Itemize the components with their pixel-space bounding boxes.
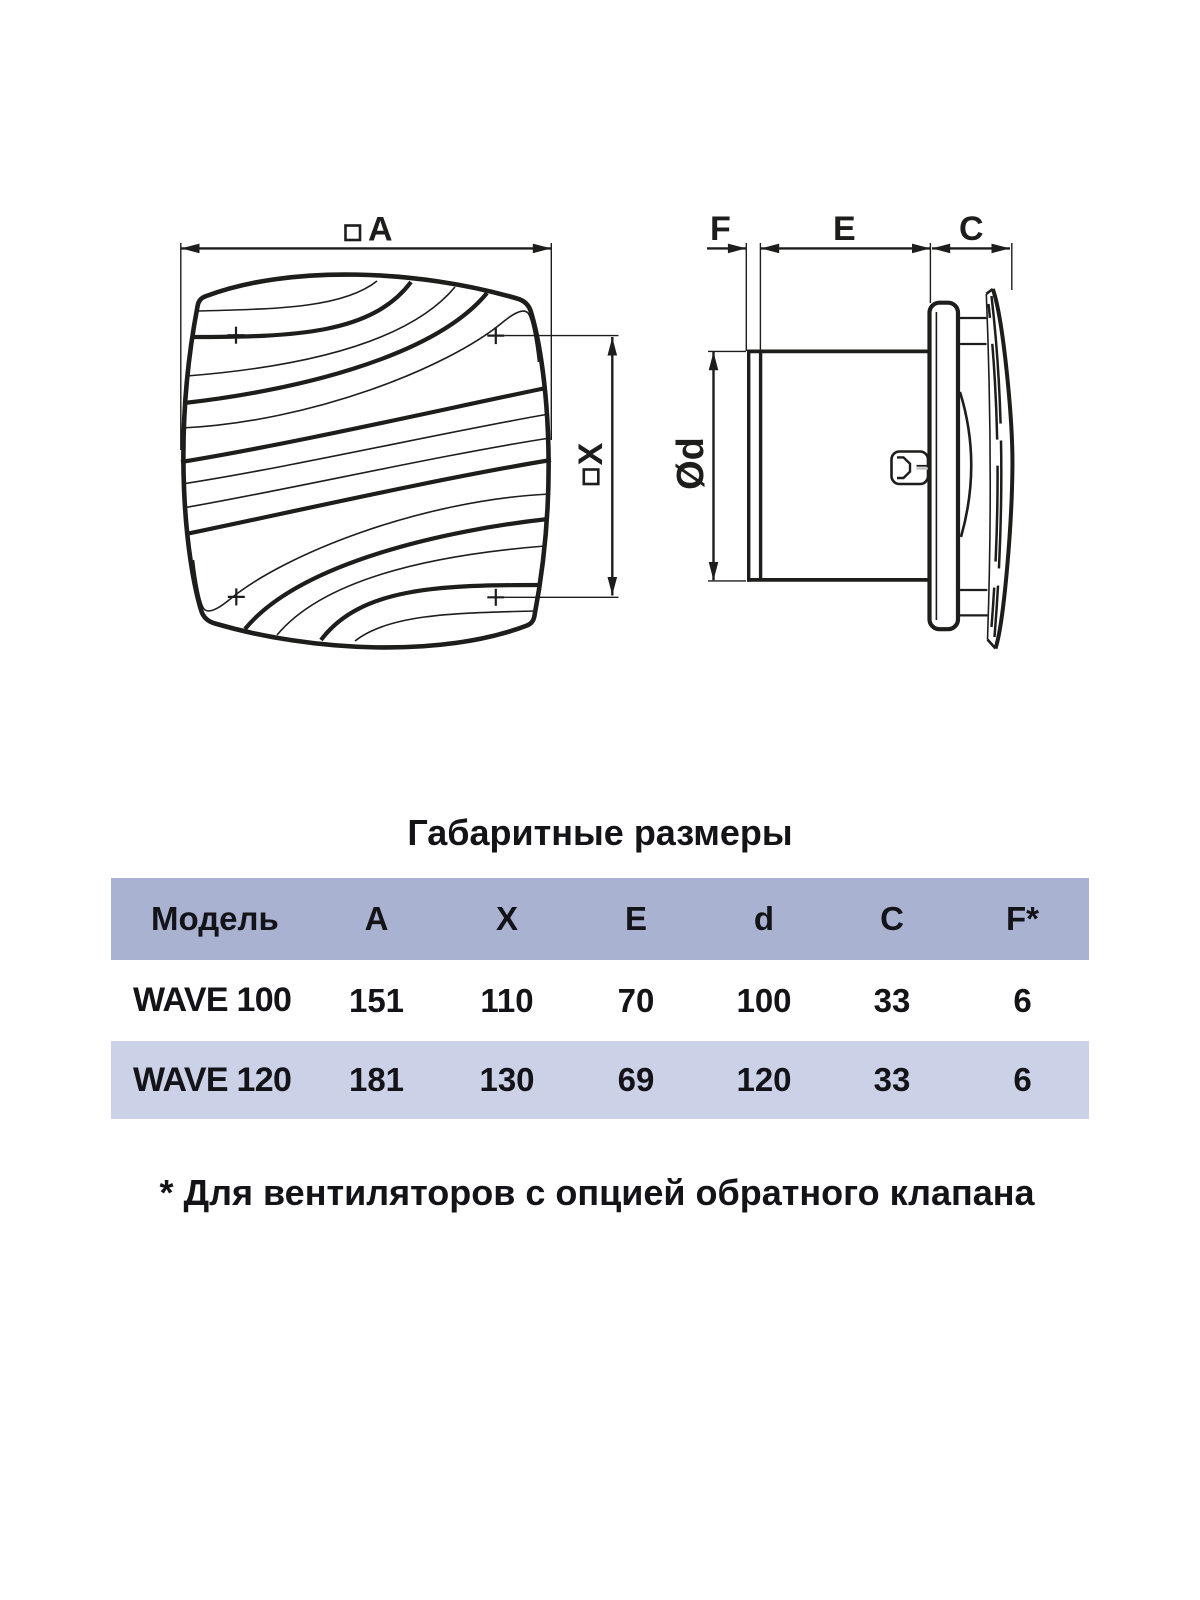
svg-text:F: F xyxy=(710,210,731,248)
svg-text:E: E xyxy=(833,210,856,248)
svg-text:C: C xyxy=(959,210,984,248)
svg-text:Ød: Ød xyxy=(670,437,712,490)
svg-text:A: A xyxy=(368,211,393,249)
svg-text:X: X xyxy=(572,442,610,465)
